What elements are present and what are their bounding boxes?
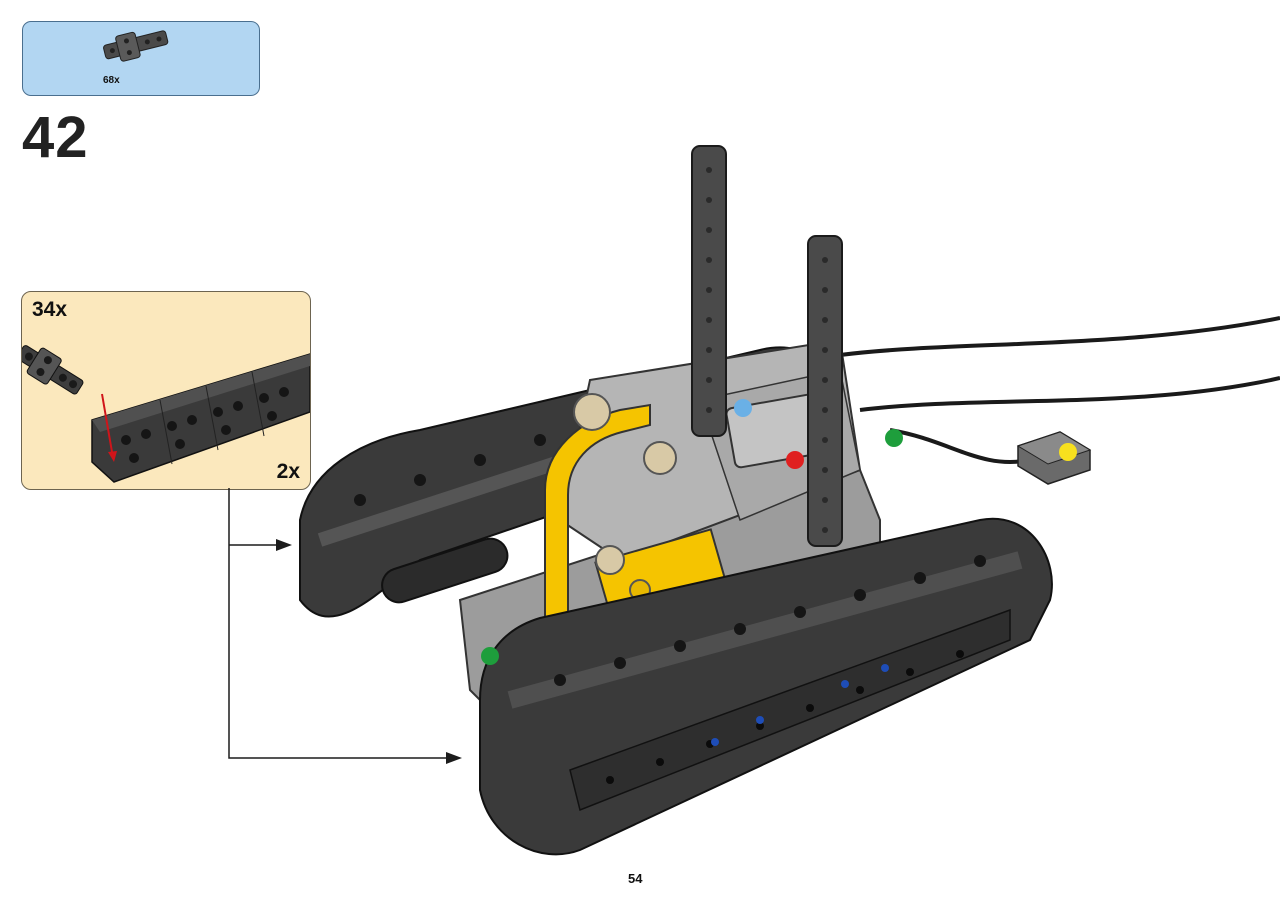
ir-receiver: [1016, 431, 1092, 485]
right-track: [479, 517, 1053, 856]
placement-arrow: [101, 393, 117, 462]
sub-assembly-callout: 34x: [21, 291, 311, 490]
color-markers: [481, 399, 1077, 665]
track-assembly-illustration: [22, 345, 310, 483]
lift-arms: [691, 145, 843, 547]
power-cables: [839, 316, 1280, 464]
green-marker: [481, 647, 499, 665]
green-marker: [885, 429, 903, 447]
callout-part-quantity: 34x: [32, 298, 68, 321]
red-marker: [786, 451, 804, 469]
yellow-marker: [1059, 443, 1077, 461]
page-number: 54: [628, 871, 643, 886]
build-multiplier: 2x: [276, 460, 300, 483]
track-link-icon: [22, 345, 84, 395]
part-quantity: 68x: [103, 75, 120, 86]
track-link-icon: [103, 30, 169, 62]
step-number: 42: [22, 105, 89, 170]
track-strip: [91, 353, 310, 483]
blue-marker: [734, 399, 752, 417]
parts-list-box: 68x: [22, 21, 260, 96]
